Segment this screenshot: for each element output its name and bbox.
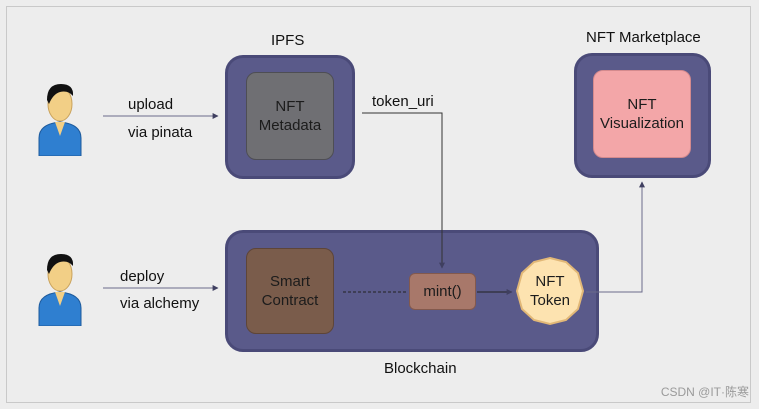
nft-metadata-box: NFT Metadata xyxy=(246,72,334,160)
via-alchemy-label: via alchemy xyxy=(120,295,200,312)
via-pinata-label: via pinata xyxy=(128,124,193,141)
blockchain-title: Blockchain xyxy=(384,360,457,377)
diagram-frame xyxy=(6,6,751,403)
deploy-label: deploy xyxy=(120,268,165,285)
mint-box: mint() xyxy=(409,273,476,310)
token-uri-arrow xyxy=(362,112,445,269)
ipfs-title: IPFS xyxy=(271,32,305,49)
nft-token-shape xyxy=(515,256,585,326)
user-icon xyxy=(38,254,82,326)
smart-contract-box: Smart Contract xyxy=(246,248,334,334)
upload-label: upload xyxy=(128,96,174,113)
nft-token-label: NFT Token xyxy=(529,273,571,309)
token-uri-label: token_uri xyxy=(372,93,434,110)
marketplace-title: NFT Marketplace xyxy=(586,29,701,46)
user-icon xyxy=(38,84,82,156)
token-to-marketplace-arrow xyxy=(586,181,645,293)
nft-visualization-box: NFT Visualization xyxy=(593,70,691,158)
watermark: CSDN @IT·陈寒 xyxy=(660,385,749,399)
